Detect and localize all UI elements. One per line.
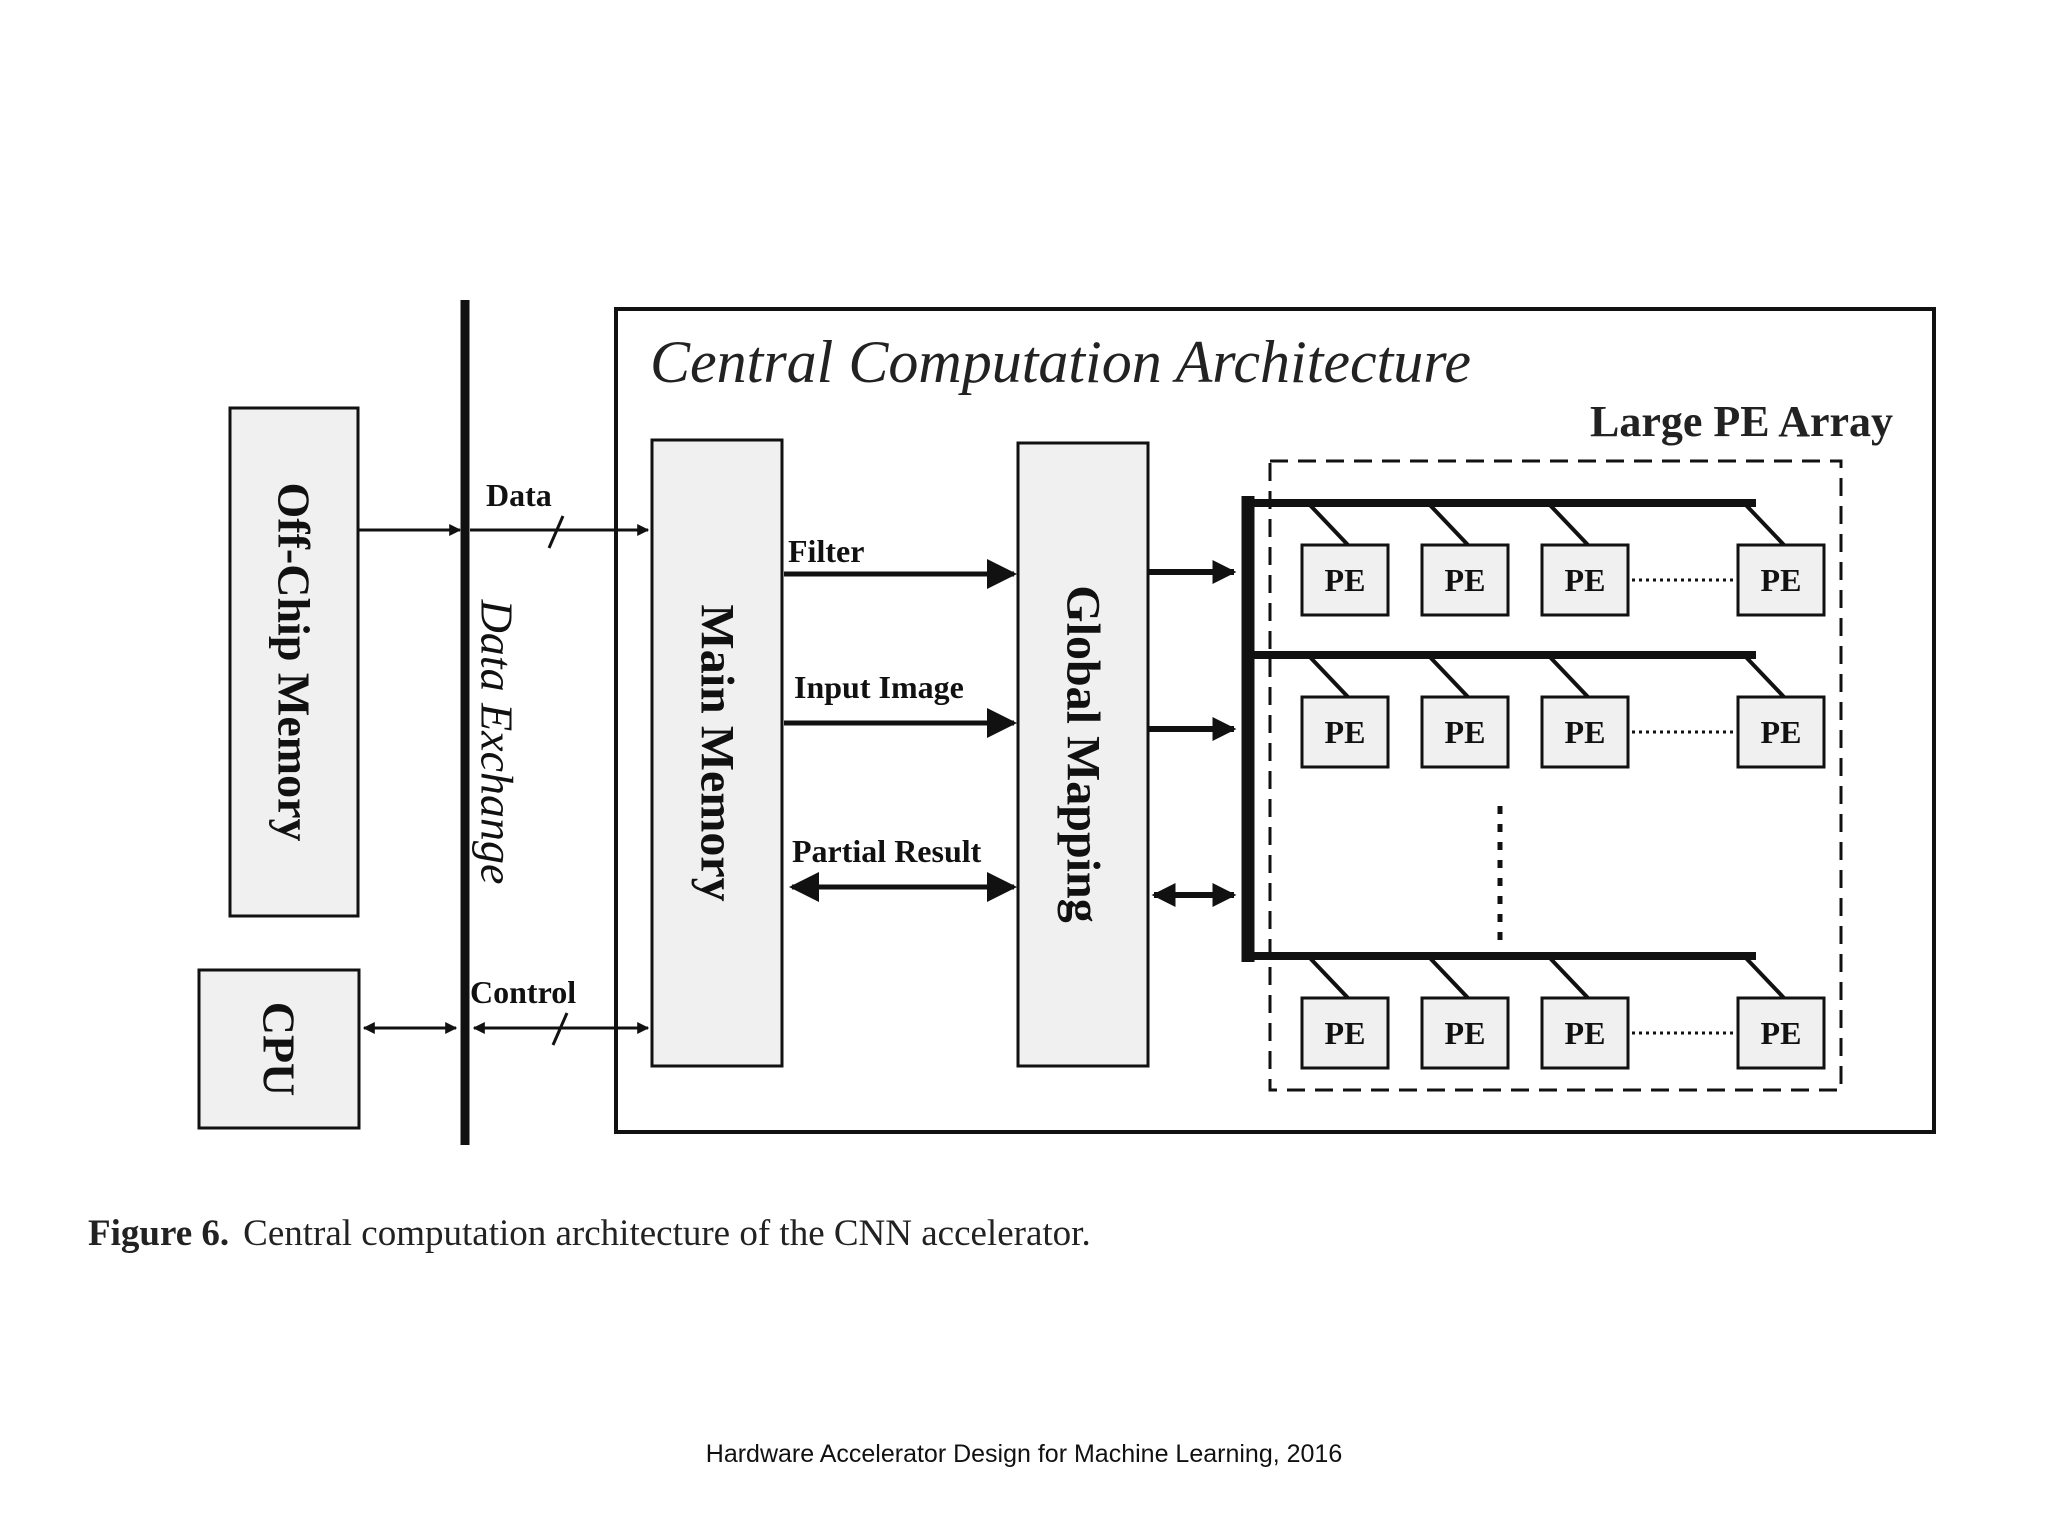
pe-connector bbox=[1426, 954, 1470, 1000]
pe-connector bbox=[1546, 501, 1590, 547]
pe-row: PE PE PE PE bbox=[1248, 499, 1826, 617]
global-mapping-block bbox=[1016, 441, 1150, 1068]
pe-box bbox=[1736, 543, 1826, 617]
pe-connector bbox=[1306, 954, 1350, 1000]
off-chip-memory-block bbox=[228, 406, 360, 918]
main-memory-block bbox=[650, 438, 784, 1068]
pe-connector bbox=[1742, 653, 1786, 699]
data-bus-slash bbox=[547, 515, 565, 549]
input-image-label: Input Image bbox=[794, 669, 964, 705]
pe-row: PE PE PE PE bbox=[1248, 651, 1826, 769]
figure-caption: Figure 6. Central computation architectur… bbox=[88, 1212, 1688, 1255]
pe-label: PE bbox=[1445, 562, 1486, 598]
pe-box bbox=[1420, 996, 1510, 1070]
pe-connector bbox=[1426, 653, 1470, 699]
pe-box bbox=[1300, 996, 1390, 1070]
figure-label: Figure 6. bbox=[88, 1213, 230, 1254]
pe-array-region bbox=[1268, 459, 1843, 1092]
pe-box bbox=[1540, 695, 1630, 769]
cpu-block bbox=[197, 968, 361, 1130]
pe-box bbox=[1420, 543, 1510, 617]
pe-label: PE bbox=[1761, 714, 1802, 750]
pe-box bbox=[1736, 695, 1826, 769]
pe-box bbox=[1540, 996, 1630, 1070]
pe-label: PE bbox=[1565, 1015, 1606, 1051]
pe-label: PE bbox=[1325, 1015, 1366, 1051]
pe-box bbox=[1736, 996, 1826, 1070]
pe-label: PE bbox=[1325, 714, 1366, 750]
filter-label: Filter bbox=[788, 533, 864, 569]
pe-array-label: Large PE Array bbox=[1590, 397, 1893, 446]
pe-row: PE PE PE PE bbox=[1248, 952, 1826, 1070]
pe-label: PE bbox=[1565, 562, 1606, 598]
source-citation: Hardware Accelerator Design for Machine … bbox=[705, 1440, 1343, 1468]
pe-label: PE bbox=[1445, 1015, 1486, 1051]
partial-result-label: Partial Result bbox=[792, 833, 982, 869]
pe-connector bbox=[1426, 501, 1470, 547]
pe-label: PE bbox=[1445, 714, 1486, 750]
central-architecture-box bbox=[614, 307, 1936, 1134]
figure-caption-text: Central computation architecture of the … bbox=[243, 1213, 1091, 1254]
data-signal-label: Data bbox=[486, 477, 552, 513]
pe-connector bbox=[1546, 954, 1590, 1000]
pe-connector bbox=[1546, 653, 1590, 699]
off-chip-memory-label: Off-Chip Memory bbox=[269, 483, 320, 842]
central-architecture-title: Central Computation Architecture bbox=[650, 329, 1471, 395]
pe-box bbox=[1300, 695, 1390, 769]
pe-connector bbox=[1742, 501, 1786, 547]
control-signal-label: Control bbox=[470, 974, 576, 1010]
main-memory-label: Main Memory bbox=[691, 604, 744, 901]
pe-connector bbox=[1306, 653, 1350, 699]
pe-rows: PE PE PE PE PE PE PE PE PE PE PE PE bbox=[1248, 499, 1826, 1070]
pe-label: PE bbox=[1325, 562, 1366, 598]
cpu-label: CPU bbox=[254, 1002, 305, 1097]
pe-label: PE bbox=[1761, 562, 1802, 598]
pe-label: PE bbox=[1565, 714, 1606, 750]
pe-box bbox=[1540, 543, 1630, 617]
pe-box bbox=[1420, 695, 1510, 769]
pe-label: PE bbox=[1761, 1015, 1802, 1051]
pe-connector bbox=[1306, 501, 1350, 547]
pe-box bbox=[1300, 543, 1390, 617]
control-bus-slash bbox=[551, 1012, 569, 1046]
pe-connector bbox=[1742, 954, 1786, 1000]
data-exchange-label: Data Exchange bbox=[472, 599, 523, 885]
global-mapping-label: Global Mapping bbox=[1057, 585, 1110, 922]
